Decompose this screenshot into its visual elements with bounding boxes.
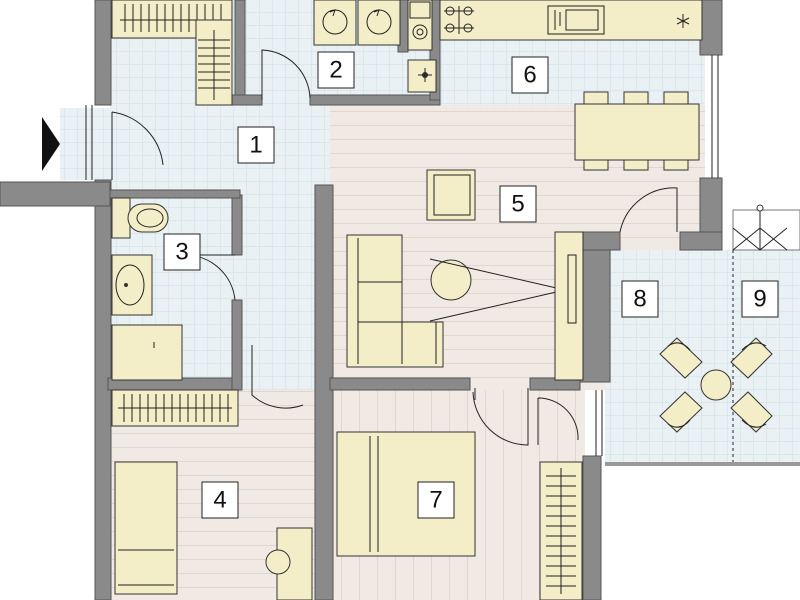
wall	[579, 231, 611, 383]
wall	[234, 0, 246, 101]
wall	[314, 184, 334, 600]
round-table	[700, 369, 732, 401]
room-label-4: 4	[201, 481, 239, 519]
armchair	[426, 169, 476, 221]
kitchen-counter	[439, 0, 703, 41]
room-number: 2	[329, 57, 342, 84]
room-label-3: 3	[163, 233, 201, 271]
room-label-8: 8	[621, 280, 659, 318]
balcony-chair	[659, 337, 703, 379]
room-number: 5	[511, 191, 524, 218]
room-number: 6	[523, 62, 536, 89]
bathroom-fixtures	[111, 197, 183, 381]
window	[595, 390, 603, 456]
doors	[111, 49, 678, 446]
room-number: 9	[753, 286, 766, 313]
room-label-5: 5	[499, 185, 537, 223]
wall	[231, 299, 243, 391]
wall	[579, 231, 621, 251]
wall	[699, 0, 723, 56]
entry-floor	[60, 108, 110, 180]
door-balcony	[619, 187, 678, 233]
balcony-furniture	[659, 337, 773, 433]
room-label-7: 7	[417, 481, 455, 519]
bedroom4-furniture	[114, 461, 313, 600]
room-label-1: 1	[237, 126, 275, 164]
room-label-9: 9	[741, 280, 779, 318]
wall	[231, 194, 243, 256]
walls	[0, 0, 723, 600]
room-number: 4	[213, 487, 226, 514]
balcony-chair	[730, 391, 773, 433]
desk	[276, 527, 313, 600]
sofa	[346, 234, 444, 368]
balcony-chair	[659, 391, 703, 433]
wardrobe-bedroom4	[111, 389, 239, 427]
tv-unit	[554, 231, 584, 381]
window	[85, 105, 93, 180]
single-bed	[114, 461, 178, 595]
coffee-table	[430, 259, 472, 301]
window	[711, 55, 719, 178]
wardrobe-hall	[111, 0, 233, 106]
room-number: 8	[633, 286, 646, 313]
wall	[582, 455, 602, 600]
door-bedroom7	[472, 388, 529, 446]
wall	[329, 377, 471, 391]
wall	[109, 189, 241, 199]
living-furniture	[346, 169, 584, 381]
room-number: 7	[429, 487, 442, 514]
balcony-railing	[605, 204, 800, 466]
room-label-2: 2	[317, 51, 355, 89]
wall	[309, 94, 441, 106]
room-label-6: 6	[511, 56, 549, 94]
entrance-arrow-icon	[42, 117, 60, 171]
balcony-chair	[730, 337, 773, 379]
room-number: 1	[249, 132, 262, 159]
desk-chair	[265, 549, 291, 575]
door-bedroom4	[251, 345, 304, 409]
room-number: 3	[175, 239, 188, 266]
wall	[679, 231, 723, 251]
dining-set	[574, 91, 700, 171]
wall	[94, 0, 112, 106]
wardrobe-bedroom7	[539, 461, 583, 600]
wc-fixtures	[313, 0, 437, 93]
door-closet	[537, 397, 579, 445]
wall	[231, 94, 263, 106]
wall	[0, 181, 111, 207]
door-wc	[261, 49, 311, 100]
